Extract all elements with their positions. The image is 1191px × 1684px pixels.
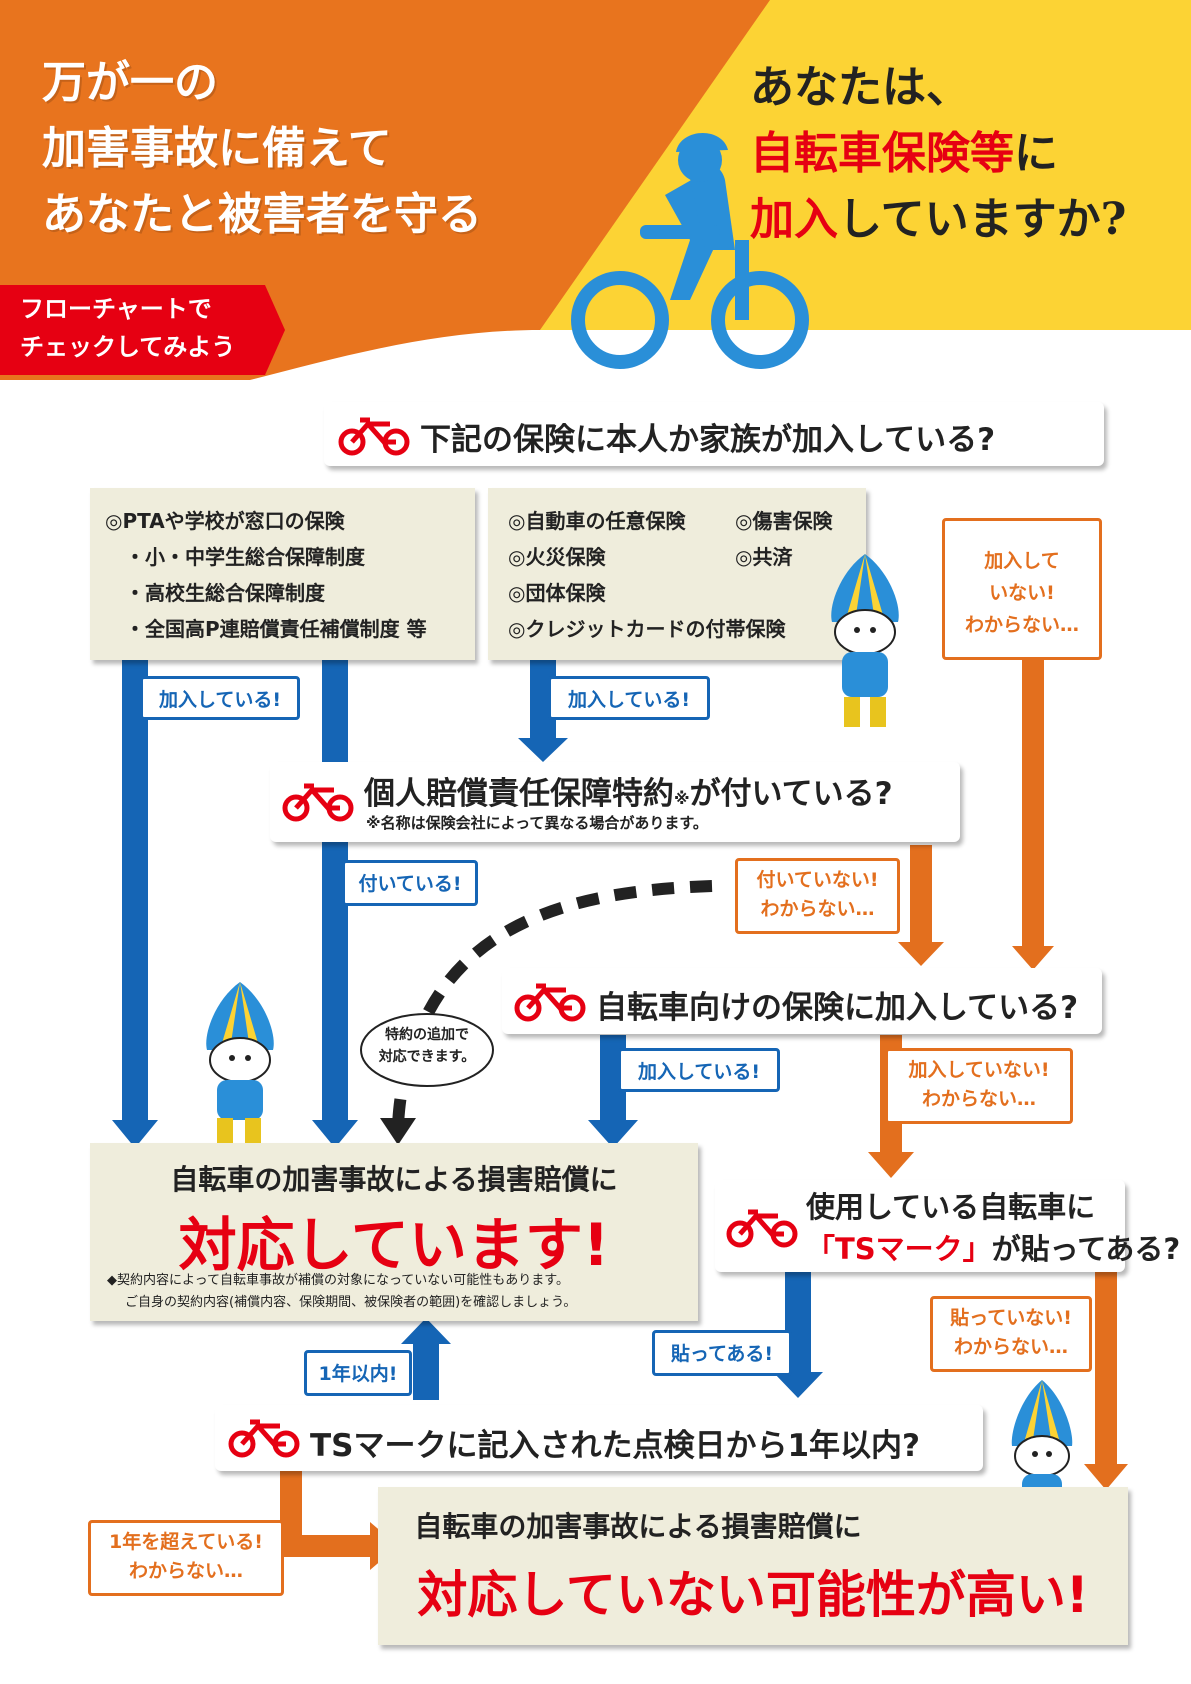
result-not-covered-heading: 自転車の加害事故による損害賠償に	[414, 1510, 862, 1543]
plain-text: していますか?	[838, 194, 1127, 245]
question-4-box	[715, 1180, 1125, 1272]
attached-label: 付いている!	[342, 860, 478, 906]
bubble-line: 特約の追加で	[385, 1027, 469, 1043]
question-5-text: TSマークに記入された点検日から1年以内?	[310, 1428, 921, 1464]
speech-bubble-text: 特約の追加で 対応できます。	[372, 1024, 482, 1068]
bicycle-icon	[228, 1419, 300, 1458]
question-1-text: 下記の保険に本人か家族が加入している?	[420, 422, 996, 458]
result-covered-heading: 自転車の加害事故による損害賠償に	[170, 1163, 618, 1196]
note-line: ご自身の契約内容(補償内容、保険期間、被保険者の範囲)を確認しましょう。	[125, 1295, 577, 1310]
result-covered-note: ◆契約内容によって自転車事故が補償の対象になっていない可能性もあります。 ご自身…	[107, 1270, 576, 1314]
mascot-illustration	[206, 982, 274, 1146]
label-line: わからない…	[953, 1336, 1068, 1358]
highlight-text: 加入	[750, 194, 838, 245]
school-insurance-list	[90, 488, 475, 660]
question-2-rest: が付いている?	[689, 776, 893, 812]
label-line: わからない…	[128, 1560, 243, 1582]
label-line: 付いていない!	[756, 869, 879, 891]
not-joined-label-2: 加入していない! わからない…	[885, 1048, 1073, 1124]
label-line: 1年を超えている!	[109, 1531, 263, 1553]
bicycle-icon	[514, 983, 586, 1022]
list-item: ・全国高P連賠償責任補償制度 等	[125, 617, 427, 641]
bicycle-icon	[282, 783, 354, 822]
header-slogan-line: 万が一の	[42, 57, 218, 108]
list-item: ・小・中学生総合保障制度	[125, 545, 365, 569]
label-line: 加入して	[984, 550, 1060, 572]
header-slogan-line: あなたと被害者を守る	[42, 189, 482, 240]
joined-label-b: 加入している!	[548, 676, 710, 720]
list-item: ◎共済	[735, 545, 793, 569]
label-line: 貼っていない!	[950, 1307, 1072, 1329]
header-question-line2: 自転車保険等に	[750, 121, 1190, 187]
plain-text: が貼ってある?	[991, 1232, 1181, 1266]
result-covered-box	[90, 1143, 698, 1321]
bubble-line: 対応できます。	[378, 1049, 476, 1065]
question-4-line2: 「TSマーク」が貼ってある?	[806, 1228, 1180, 1270]
other-insurance-list	[488, 488, 866, 660]
not-pasted-label: 貼っていない! わからない…	[930, 1296, 1092, 1372]
label-line: いない!	[989, 582, 1055, 604]
header-slogan: 万が一の 加害事故に備えて あなたと被害者を守る	[42, 50, 602, 248]
cyclist-illustration	[571, 271, 809, 369]
list-item: ◎傷害保険	[735, 509, 833, 533]
school-insurance-list-content: ◎PTAや学校が窓口の保険 ・小・中学生総合保障制度 ・高校生総合保障制度 ・全…	[105, 503, 427, 647]
list-item: ◎クレジットカードの付帯保険	[508, 617, 786, 641]
ts-mark-text: 「TSマーク」	[806, 1232, 992, 1266]
not-joined-label-1: 加入して いない! わからない…	[942, 518, 1102, 660]
label-line: 加入していない!	[908, 1059, 1050, 1081]
note-line: ◆契約内容によって自転車事故が補償の対象になっていない可能性もあります。	[107, 1273, 570, 1288]
list-title: ◎PTAや学校が窓口の保険	[105, 509, 345, 533]
header-slogan-line: 加害事故に備えて	[42, 123, 392, 174]
bicycle-icon	[726, 1209, 798, 1248]
not-attached-label: 付いていない! わからない…	[735, 858, 900, 934]
result-not-covered-message: 対応していない可能性が高い!	[417, 1566, 1089, 1624]
header-question-line1: あなたは、	[750, 62, 970, 113]
tag-line: チェックしてみよう	[20, 333, 236, 361]
question-5-box	[215, 1405, 983, 1471]
question-4-text: 使用している自転車に 「TSマーク」が貼ってある?	[806, 1186, 1180, 1270]
joined-label-a: 加入している!	[140, 676, 300, 720]
within-year-label: 1年以内!	[304, 1350, 412, 1396]
bicycle-icon	[338, 417, 410, 456]
flowchart-tag	[0, 285, 285, 375]
list-item: ◎自動車の任意保険	[508, 509, 686, 533]
speech-bubble	[360, 1013, 494, 1087]
header-question-line3: 加入していますか?	[750, 187, 1190, 253]
joined-label-c: 加入している!	[618, 1048, 780, 1092]
question-4-line1: 使用している自転車に	[806, 1190, 1096, 1224]
list-item: ◎団体保険	[508, 581, 606, 605]
header-question: あなたは、 自転車保険等に 加入していますか?	[750, 55, 1190, 253]
over-year-label: 1年を超えている! わからない…	[88, 1520, 284, 1596]
question-3-box	[502, 968, 1102, 1034]
pasted-label: 貼ってある!	[652, 1330, 792, 1376]
flowchart-tag-text: フローチャートで チェックしてみよう	[20, 290, 235, 366]
label-line: わからない…	[760, 898, 875, 920]
question-2-mark: ※	[674, 789, 690, 808]
highlight-text: 自転車保険等	[750, 128, 1014, 179]
question-2-note: ※名称は保険会社によって異なる場合があります。	[366, 814, 708, 832]
question-3-text: 自転車向けの保険に加入している?	[596, 990, 1079, 1026]
plain-text: に	[1014, 128, 1058, 179]
question-2-text: 個人賠償責任保障特約※が付いている?	[364, 768, 893, 813]
list-item: ・高校生総合保障制度	[125, 581, 325, 605]
list-item: ◎火災保険	[508, 545, 606, 569]
result-not-covered-box	[378, 1487, 1128, 1645]
question-1-box	[324, 402, 1104, 466]
tag-line: フローチャートで	[20, 295, 212, 323]
mascot-illustration	[831, 554, 899, 727]
result-covered-message: 対応しています!	[178, 1211, 610, 1279]
question-2-main: 個人賠償責任保障特約	[364, 776, 674, 812]
question-2-box	[270, 762, 960, 842]
label-line: わからない…	[964, 614, 1079, 636]
label-line: わからない…	[921, 1088, 1036, 1110]
